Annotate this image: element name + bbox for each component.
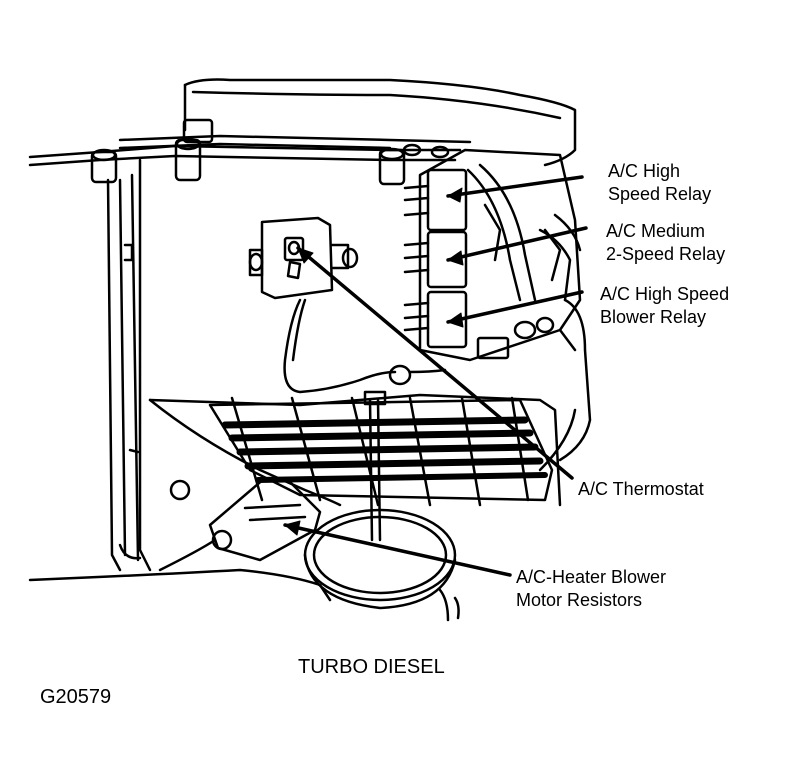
leader-resistors	[283, 523, 512, 577]
resistor-block	[169, 476, 322, 562]
lower-body	[28, 328, 577, 602]
callout-line: Speed Relay	[608, 184, 712, 204]
leader-medium-relay	[446, 226, 588, 262]
leader-thermostat	[296, 246, 574, 480]
figure-id: G20579	[40, 686, 112, 708]
callout-medium-relay: A/C Medium 2-Speed Relay	[606, 220, 725, 266]
callout-line: A/C High	[608, 161, 681, 181]
callout-resistors: A/C-Heater Blower Motor Resistors	[516, 566, 666, 612]
relay-panel	[403, 148, 582, 362]
callout-line: A/C Medium	[606, 221, 706, 241]
thermostat-unit	[248, 216, 447, 394]
leader-lines	[283, 175, 588, 577]
callout-thermostat: A/C Thermostat	[578, 478, 704, 501]
callout-line: Blower Relay	[600, 307, 707, 327]
hvac-housing	[138, 158, 592, 572]
callout-high-speed-relay: A/C High Speed Relay	[608, 160, 711, 206]
callout-line: 2-Speed Relay	[606, 244, 726, 264]
callout-line: A/C Thermostat	[578, 479, 704, 499]
callout-line: A/C High Speed	[600, 284, 730, 304]
leader-high-speed-relay	[446, 175, 584, 198]
callout-line: Motor Resistors	[516, 590, 643, 610]
left-strut	[106, 173, 142, 572]
evaporator-core	[208, 390, 554, 542]
blower-motor	[303, 508, 460, 622]
fasteners	[90, 118, 450, 186]
callout-blower-relay: A/C High Speed Blower Relay	[600, 283, 729, 329]
leader-blower-relay	[446, 290, 584, 324]
callout-line: A/C-Heater Blower	[516, 567, 667, 587]
figure-caption: TURBO DIESEL	[298, 656, 445, 678]
